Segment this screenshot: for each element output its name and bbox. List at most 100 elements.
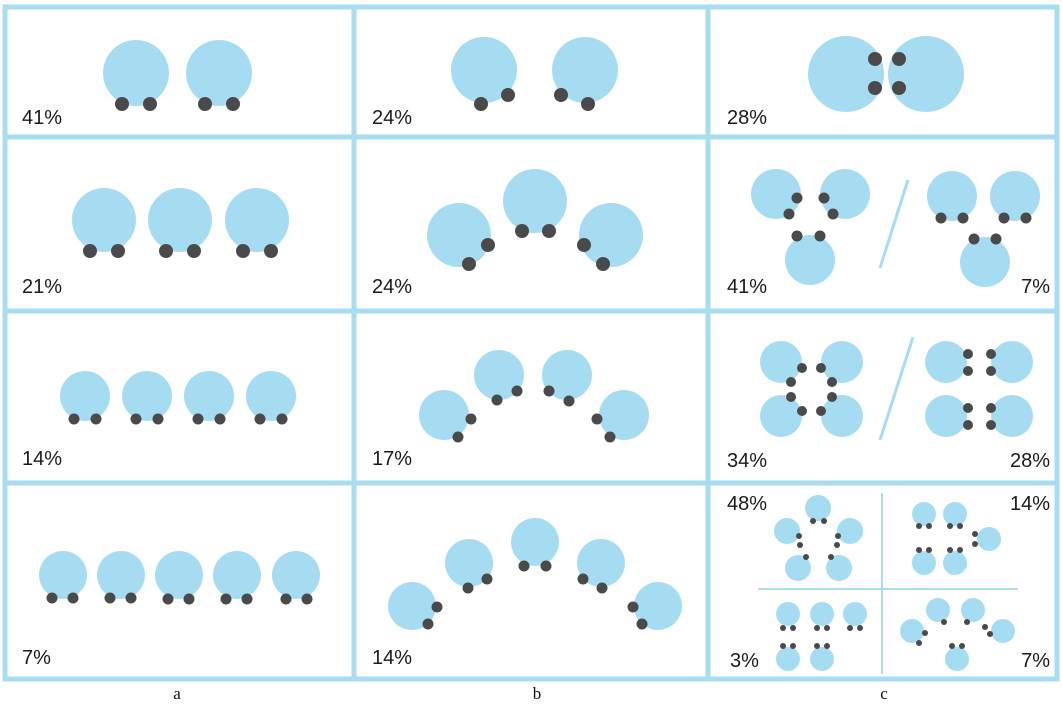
panel-b2: 24% bbox=[372, 169, 643, 298]
cell-circle bbox=[272, 551, 320, 599]
membrane-dot bbox=[564, 396, 575, 407]
cell-circle bbox=[888, 36, 964, 112]
membrane-dot bbox=[963, 349, 973, 359]
cell-circle bbox=[785, 235, 835, 285]
membrane-dot bbox=[115, 97, 129, 111]
panel-a1: 41% bbox=[22, 40, 252, 129]
cell-circle bbox=[148, 188, 212, 252]
cell-circle bbox=[808, 36, 884, 112]
cell-circle bbox=[774, 518, 800, 544]
percent-label: 14% bbox=[1010, 493, 1050, 515]
cell-circle bbox=[837, 518, 863, 544]
cell-circle bbox=[912, 551, 936, 575]
membrane-dot bbox=[453, 432, 464, 443]
column-label-a: a bbox=[157, 684, 197, 704]
membrane-dot bbox=[999, 213, 1010, 224]
cell-circle bbox=[926, 598, 950, 622]
membrane-dot bbox=[947, 547, 953, 553]
membrane-dot bbox=[941, 619, 947, 625]
membrane-dot bbox=[986, 420, 996, 430]
membrane-dot bbox=[542, 224, 556, 238]
membrane-dot bbox=[892, 81, 906, 95]
cell-circle bbox=[943, 551, 967, 575]
cell-circle bbox=[599, 390, 649, 440]
cell-circle bbox=[60, 371, 110, 421]
membrane-dot bbox=[68, 593, 79, 604]
panel-c4: 48% 14% 3% bbox=[727, 493, 1050, 674]
membrane-dot bbox=[463, 583, 474, 594]
membrane-dot bbox=[926, 547, 932, 553]
membrane-dot bbox=[592, 414, 603, 425]
membrane-dot bbox=[159, 244, 173, 258]
membrane-dot bbox=[824, 643, 830, 649]
membrane-dot bbox=[462, 257, 476, 271]
membrane-dot bbox=[492, 395, 503, 406]
panel-c3: 34% 28% bbox=[727, 337, 1050, 472]
membrane-dot bbox=[512, 386, 523, 397]
membrane-dot bbox=[964, 619, 970, 625]
percent-label: 7% bbox=[22, 647, 51, 669]
membrane-dot bbox=[868, 81, 882, 95]
cell-circle bbox=[186, 40, 252, 106]
cell-circle bbox=[511, 518, 559, 566]
panel-a4: 7% bbox=[22, 551, 320, 669]
membrane-dot bbox=[963, 420, 973, 430]
membrane-dot bbox=[868, 52, 882, 66]
membrane-dot bbox=[969, 234, 980, 245]
membrane-dot bbox=[821, 518, 827, 524]
membrane-dot bbox=[221, 594, 232, 605]
membrane-dot bbox=[91, 414, 102, 425]
membrane-dot bbox=[577, 238, 591, 252]
membrane-dot bbox=[957, 523, 963, 529]
membrane-dot bbox=[796, 533, 802, 539]
membrane-dot bbox=[963, 403, 973, 413]
membrane-dot bbox=[963, 366, 973, 376]
membrane-dot bbox=[277, 414, 288, 425]
cell-circle bbox=[225, 188, 289, 252]
cell-circle bbox=[961, 598, 985, 622]
membrane-dot bbox=[958, 213, 969, 224]
cell-circle bbox=[776, 602, 800, 626]
membrane-dot bbox=[949, 643, 955, 649]
membrane-dot bbox=[432, 602, 443, 613]
membrane-dot bbox=[922, 630, 928, 636]
membrane-dot bbox=[193, 414, 204, 425]
percent-label: 14% bbox=[372, 647, 412, 669]
cell-circle bbox=[912, 502, 936, 526]
cell-circle bbox=[810, 602, 834, 626]
cell-circle bbox=[805, 495, 831, 521]
variant-divider bbox=[880, 337, 913, 440]
membrane-dot bbox=[986, 403, 996, 413]
column-label-c: c bbox=[864, 684, 904, 704]
percent-label: 41% bbox=[727, 276, 767, 298]
cell-circle bbox=[103, 40, 169, 106]
membrane-dot bbox=[597, 583, 608, 594]
percent-label: 34% bbox=[727, 450, 767, 472]
membrane-dot bbox=[554, 88, 568, 102]
membrane-dot bbox=[982, 624, 988, 630]
membrane-dot bbox=[814, 625, 820, 631]
membrane-dot bbox=[242, 594, 253, 605]
membrane-dot bbox=[501, 88, 515, 102]
membrane-dot bbox=[126, 593, 137, 604]
cell-circle bbox=[39, 551, 87, 599]
membrane-dot bbox=[780, 643, 786, 649]
column-label-b: b bbox=[517, 684, 557, 704]
membrane-dot bbox=[541, 561, 552, 572]
membrane-dot bbox=[131, 414, 142, 425]
membrane-dot bbox=[857, 625, 863, 631]
cell-circle bbox=[122, 371, 172, 421]
membrane-dot bbox=[163, 594, 174, 605]
variant-divider bbox=[880, 180, 908, 268]
cell-circle bbox=[503, 169, 567, 233]
percent-label: 7% bbox=[1021, 650, 1050, 672]
cell-circle bbox=[72, 188, 136, 252]
cell-circle bbox=[991, 341, 1033, 383]
cell-circle bbox=[925, 395, 967, 437]
membrane-dot bbox=[828, 209, 839, 220]
membrane-dot bbox=[892, 52, 906, 66]
membrane-dot bbox=[819, 193, 830, 204]
membrane-dot bbox=[519, 561, 530, 572]
cell-circle bbox=[991, 619, 1015, 643]
membrane-dot bbox=[810, 518, 816, 524]
